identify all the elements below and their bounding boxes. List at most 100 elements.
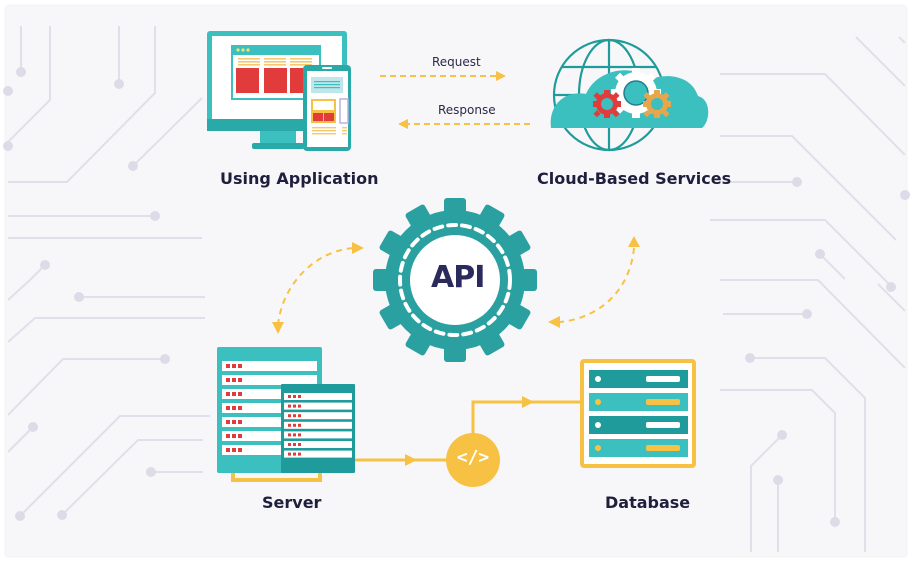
server-led xyxy=(288,404,291,408)
server-led xyxy=(232,364,236,368)
server-led xyxy=(293,452,296,456)
circuit-line xyxy=(8,26,156,183)
code-database-line xyxy=(471,400,582,435)
circuit-node xyxy=(777,430,787,440)
server-slot xyxy=(284,393,352,400)
circuit-node xyxy=(773,475,783,485)
server-slot xyxy=(222,403,317,413)
server-slot xyxy=(284,421,352,429)
response-arrowhead xyxy=(398,119,408,129)
circuit-line xyxy=(7,426,34,453)
api-cloud-arrowhead-up xyxy=(628,236,640,247)
server-led xyxy=(298,395,301,398)
circuit-line xyxy=(898,36,906,44)
server-led xyxy=(226,448,230,452)
server-led xyxy=(226,392,230,396)
circuit-node xyxy=(792,177,802,187)
server-led xyxy=(293,433,296,437)
server-led xyxy=(238,392,242,396)
circuit-node xyxy=(15,511,25,521)
server-led xyxy=(293,443,296,446)
circuit-line xyxy=(750,357,866,552)
api-server-arrowhead-right xyxy=(352,242,364,254)
monitor-base xyxy=(252,143,304,149)
desktop-and-mobile-icon xyxy=(207,31,351,151)
server-led xyxy=(288,443,291,446)
api-cloud-arrow xyxy=(559,247,635,323)
circuit-node xyxy=(745,353,755,363)
edge-label-response: Response xyxy=(438,103,496,117)
circuit-node xyxy=(40,260,50,270)
server-led xyxy=(293,414,296,418)
circuit-line xyxy=(720,389,836,522)
circuit-node xyxy=(57,510,67,520)
circuit-line xyxy=(7,358,165,416)
circuit-node xyxy=(146,467,156,477)
circuit-node xyxy=(802,309,812,319)
server-led xyxy=(293,395,296,398)
server-led xyxy=(232,406,236,410)
circuit-node xyxy=(886,282,896,292)
server-led xyxy=(288,433,291,437)
server-led xyxy=(288,414,291,418)
circuit-line xyxy=(855,36,906,87)
circuit-node xyxy=(150,211,160,221)
node-label-database: Database xyxy=(605,493,691,512)
server-led xyxy=(293,423,296,427)
server-led xyxy=(298,414,301,418)
circuit-line xyxy=(877,283,906,312)
server-rack-icon xyxy=(217,347,355,482)
node-label-server: Server xyxy=(262,493,322,512)
server-led xyxy=(232,434,236,438)
circuit-node xyxy=(128,161,138,171)
server-slot xyxy=(284,402,352,410)
api-server-arrowhead-down xyxy=(272,322,284,334)
node-label-api: API xyxy=(431,260,485,295)
circuit-node xyxy=(3,86,13,96)
server-led xyxy=(226,406,230,410)
circuit-line xyxy=(61,439,203,516)
server-slot xyxy=(222,361,317,371)
server-slot xyxy=(222,431,317,441)
circuit-node xyxy=(16,67,26,77)
server-led xyxy=(238,448,242,452)
circuit-line xyxy=(819,253,846,280)
circuit-node xyxy=(28,422,38,432)
gear-orange-icon xyxy=(643,90,671,118)
circuit-line xyxy=(750,434,783,552)
monitor-stand xyxy=(260,131,296,143)
server-led xyxy=(232,420,236,424)
edge-label-request: Request xyxy=(432,55,481,69)
circuit-line xyxy=(132,97,203,167)
node-label-cloud: Cloud-Based Services xyxy=(537,169,732,188)
server-led xyxy=(232,448,236,452)
node-label-application: Using Application xyxy=(220,169,379,188)
server-led xyxy=(232,392,236,396)
database-icon xyxy=(580,359,696,468)
cloud-globe-gears-icon xyxy=(550,38,709,152)
code-icon xyxy=(446,433,500,487)
server-led xyxy=(288,423,291,427)
api-server-arrow xyxy=(277,247,356,326)
circuit-line xyxy=(19,415,210,517)
server-led xyxy=(238,406,242,410)
server-slot xyxy=(284,450,352,458)
server-led xyxy=(293,404,296,408)
server-slot xyxy=(284,412,352,420)
circuit-line xyxy=(720,135,897,241)
server-led xyxy=(298,404,301,408)
server-led xyxy=(226,434,230,438)
server-led xyxy=(288,452,291,456)
server-led xyxy=(238,434,242,438)
circuit-line xyxy=(7,279,31,301)
gear-red-icon xyxy=(593,90,621,118)
request-arrowhead xyxy=(496,71,506,81)
server-led xyxy=(288,395,291,398)
server-led xyxy=(226,420,230,424)
circuit-node xyxy=(74,292,84,302)
api-gear-icon xyxy=(373,198,537,362)
code-database-arrowhead xyxy=(522,396,534,408)
server-led xyxy=(238,420,242,424)
